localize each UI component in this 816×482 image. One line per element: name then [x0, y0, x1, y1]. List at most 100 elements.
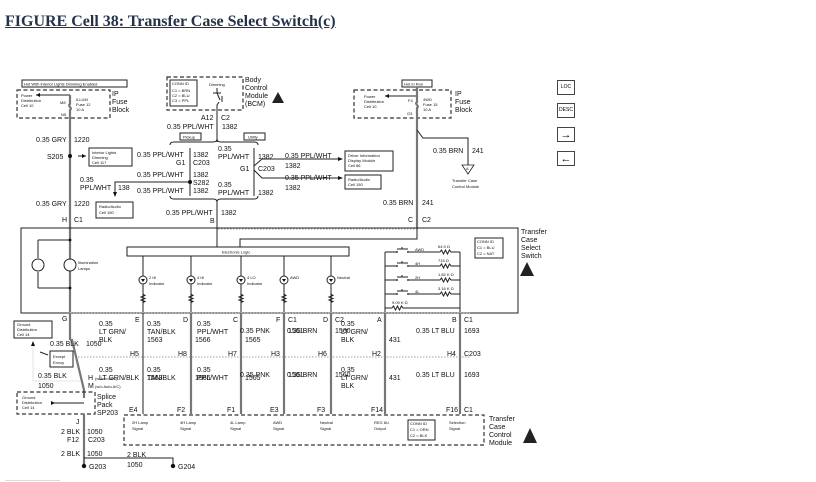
svg-text:IP: IP	[112, 91, 119, 98]
pin-label: H2	[372, 351, 381, 358]
svg-text:H: H	[62, 217, 67, 224]
svg-text:2 BLK: 2 BLK	[127, 452, 146, 459]
hot-indicator-label: Hot With Interior Lights Dimming Enabled	[24, 82, 97, 87]
wire-gauge: 0.35	[147, 367, 161, 374]
svg-text:A: A	[466, 166, 469, 171]
svg-text:Module: Module	[245, 93, 268, 100]
resistor-icon	[408, 262, 460, 270]
svg-text:0.35 BRN: 0.35 BRN	[383, 200, 413, 207]
svg-text:4WD: 4WD	[423, 97, 432, 102]
wire-gauge: 0.35 PNK	[240, 372, 270, 379]
svg-text:Transfer: Transfer	[489, 416, 515, 423]
svg-text:Pack: Pack	[97, 402, 113, 409]
radio-branch-wire	[114, 181, 190, 194]
svg-text:C2 = BLK: C2 = BLK	[410, 433, 428, 438]
description-button[interactable]: DESC	[557, 103, 575, 118]
svg-text:2 BLK: 2 BLK	[61, 451, 80, 458]
pin-label: H7	[228, 351, 237, 358]
driver-info-display-ref[interactable]	[344, 150, 394, 172]
svg-text:Cell 14: Cell 14	[17, 332, 30, 337]
previous-page-button[interactable]: ←	[557, 151, 575, 166]
svg-text:Ground: Ground	[22, 395, 35, 400]
signal-label: AWD	[273, 420, 282, 425]
svg-text:1220: 1220	[74, 137, 90, 144]
tccm-conn-id	[407, 419, 436, 441]
svg-text:Cell 150: Cell 150	[348, 182, 363, 187]
pin-label: F3	[317, 407, 325, 414]
connector-label: C1	[464, 407, 473, 414]
svg-text:0.35: 0.35	[80, 177, 94, 184]
body-control-module: CONN ID C1 = BRN C2 = BLU C3 = PPL Dimmi…	[166, 76, 284, 122]
svg-text:CONN ID: CONN ID	[477, 239, 494, 244]
svg-text:0.35 PPL/WHT: 0.35 PPL/WHT	[137, 172, 184, 179]
svg-text:S282: S282	[193, 180, 209, 187]
switch-conn-id	[474, 237, 504, 259]
svg-text:IP: IP	[455, 91, 462, 98]
position-label: 4H	[415, 261, 420, 266]
tccm-reference-triangle[interactable]	[461, 164, 475, 175]
svg-text:PPL/WHT: PPL/WHT	[80, 185, 112, 192]
svg-text:G1: G1	[176, 160, 185, 167]
wire-gauge: 0.35 PNK	[240, 328, 270, 335]
indicator-led: Neutral	[326, 256, 350, 312]
wire-gauge: BLK	[341, 337, 355, 344]
circuit-number: 1563	[147, 337, 163, 344]
description-icon: DESC	[559, 107, 573, 113]
connector-label: C2	[335, 317, 344, 324]
circuit-number: 431	[389, 375, 401, 382]
transfer-case-select-switch: Transfer Case Select Switch Illumination…	[20, 227, 547, 314]
circuit-number: 1565	[245, 337, 261, 344]
svg-text:C203: C203	[258, 166, 275, 173]
svg-text:1382: 1382	[193, 152, 209, 159]
resistance-label: 3.16 K Ω	[438, 286, 454, 291]
switch-position: 4L3.16 K Ω	[385, 286, 460, 298]
svg-text:1382: 1382	[222, 124, 238, 131]
svg-text:C203: C203	[88, 437, 105, 444]
next-page-button[interactable]: →	[557, 127, 575, 142]
svg-text:1382: 1382	[258, 190, 274, 197]
svg-text:0.35 PPL/WHT: 0.35 PPL/WHT	[285, 153, 332, 160]
svg-text:S205: S205	[47, 154, 63, 161]
svg-text:C3 = PPL: C3 = PPL	[172, 98, 190, 103]
circuit-number: 1566	[195, 375, 211, 382]
signal-label: REG 8U	[374, 420, 389, 425]
svg-text:G1: G1	[240, 166, 249, 173]
pin-label: H3	[271, 351, 280, 358]
interior-lights-dimming-ref[interactable]	[88, 147, 133, 167]
svg-text:241: 241	[422, 200, 434, 207]
svg-text:F4: F4	[408, 98, 413, 103]
svg-text:SP203: SP203	[97, 410, 118, 417]
indicator-led: AWD	[279, 256, 299, 312]
svg-text:Block: Block	[455, 107, 473, 114]
location-button[interactable]: LOC	[557, 80, 575, 95]
svg-text:Case: Case	[489, 424, 505, 431]
ground-distribution-ref[interactable]	[13, 320, 53, 339]
pin-label: D	[323, 317, 328, 324]
svg-text:C1 = BRN: C1 = BRN	[172, 88, 190, 93]
dimming-transistor	[213, 88, 223, 122]
svg-text:241: 241	[472, 148, 484, 155]
electronic-logic-block	[126, 246, 350, 257]
pin-label: C	[233, 317, 238, 324]
arrow-down-icon	[113, 192, 117, 197]
page-title[interactable]: FIGURE Cell 38: Transfer Case Select Swi…	[5, 13, 336, 30]
fuse-block-outline	[16, 89, 111, 119]
radio-audio-ref-left[interactable]	[95, 201, 134, 219]
svg-text:CONN ID: CONN ID	[172, 81, 189, 86]
signal-label: Signal	[230, 426, 241, 431]
pin-label: F14	[371, 407, 383, 414]
svg-text:1050: 1050	[86, 341, 102, 348]
wire-gauge: 0.35 LT BLU	[416, 328, 455, 335]
bottom-divider	[5, 480, 60, 481]
svg-text:Utility: Utility	[248, 135, 258, 140]
svg-text:C2 = BLU: C2 = BLU	[172, 93, 190, 98]
brn-branch-wire	[416, 129, 469, 165]
wire-gauge: BLK	[99, 337, 113, 344]
resistor-icon	[237, 293, 245, 303]
radio-audio-ref-right[interactable]	[344, 174, 382, 190]
